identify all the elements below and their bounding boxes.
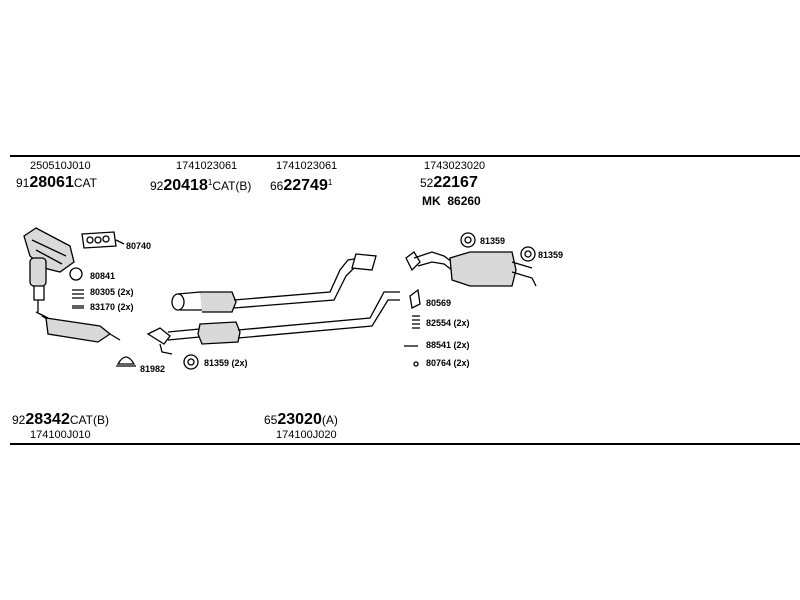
oe-number: 174100J010 [30,429,91,441]
seal-ring [69,267,83,281]
callout-label: 81359 [538,250,564,260]
callout-label: 88541 (2x) [426,340,470,350]
clamp [116,356,136,367]
part-number-front-pipe: 6523020(A) [264,411,338,428]
callout-label: 81982 [140,364,166,374]
mounting-kit-number: MK 86260 [422,194,481,208]
middle-silencer-lower [197,291,400,345]
middle-silencer-upper [171,253,377,313]
callout-label: 82554 (2x) [426,318,470,328]
part-number-middle-pipe: 66227491 [270,177,333,194]
rubber-mount [183,232,536,370]
part-number-catalyst-b-lower: 9228342CAT(B) [12,411,109,428]
callout-label: 81359 [480,236,506,246]
clamp-set [404,315,420,367]
oe-number: 174100J020 [276,429,337,441]
exhaust-manifold-catalyst [23,227,75,312]
top-rule [10,155,800,157]
rear-muffler [405,251,537,287]
oe-number: 1743023020 [424,160,486,172]
bolt-set [72,289,84,309]
callout-label: 81359 (2x) [204,358,248,368]
manifold-gasket [81,231,117,249]
gasket [409,288,421,309]
callout-label: 83170 (2x) [90,302,134,312]
callout-label: 80841 [90,271,116,281]
oe-number: 250510J010 [30,160,91,172]
part-number-catalyst-b: 92204181CAT(B) [150,177,252,194]
callout-label: 80305 (2x) [90,287,134,297]
oe-number: 1741023061 [276,160,338,172]
callout-label: 80764 (2x) [426,358,470,368]
callout-label: 80740 [126,241,152,251]
oe-number: 1741023061 [176,160,238,172]
callout-label: 80569 [426,298,452,308]
front-catalyst [35,311,121,343]
part-number-catalyst: 9128061CAT [16,174,97,191]
part-number-rear-muffler: 5222167 [420,174,478,191]
bottom-rule [10,443,800,445]
